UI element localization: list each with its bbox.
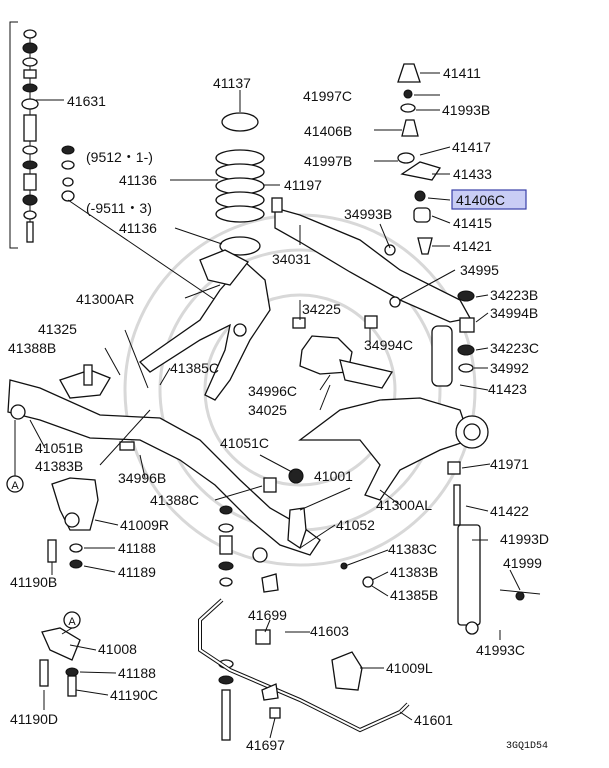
part-label: 41423 (488, 381, 527, 397)
highlighted-part-41406c[interactable] (451, 189, 527, 210)
stabilizer-link-stack (218, 505, 234, 741)
part-label: (-9511・3) (86, 200, 152, 216)
part-label: 41300AR (76, 291, 134, 307)
part-label: 41697 (246, 737, 285, 753)
part-label: 41406C (456, 192, 505, 208)
part-label: 41325 (38, 321, 77, 337)
part-label: 41997C (303, 88, 352, 104)
part-label: 41009R (120, 517, 169, 533)
ref-a-right: A (61, 611, 81, 635)
bushing-stack (61, 145, 231, 311)
part-label: 41999 (503, 555, 542, 571)
part-label: 34994C (364, 337, 413, 353)
part-label: 34995 (460, 262, 499, 278)
part-label: 41001 (314, 468, 353, 484)
part-label: 41136 (119, 172, 157, 188)
part-label: 34996C (248, 383, 297, 399)
svg-text:A: A (11, 480, 19, 492)
svg-text:A: A (68, 616, 76, 628)
bracket-41631 (9, 21, 64, 249)
part-label: 41188 (118, 665, 156, 681)
part-label: 34992 (490, 360, 529, 376)
part-label: 41383B (390, 564, 438, 580)
lower-arm-left (298, 397, 489, 501)
part-label: 41411 (443, 65, 481, 81)
part-label: 41603 (310, 623, 349, 639)
part-label: 41385B (390, 587, 438, 603)
right-mount-bushings (431, 290, 475, 387)
part-label: 41136 (119, 220, 157, 236)
part-label: 41631 (67, 93, 106, 109)
part-label: 41385C (170, 360, 219, 376)
part-label: 41422 (490, 503, 529, 519)
part-label: 41383C (388, 541, 437, 557)
part-labels: 41631 41137 41411 41997C 41993B 41406B (… (8, 65, 549, 753)
stabilizer-bar (198, 598, 410, 733)
part-label: 34223B (490, 287, 538, 303)
part-label: 41300AL (376, 497, 432, 513)
part-label: 41993C (476, 642, 525, 658)
part-label: (9512・1-) (86, 149, 153, 165)
part-label: 41190D (10, 711, 58, 727)
ref-a-left: A (6, 420, 24, 493)
part-label: 34225 (302, 301, 341, 317)
part-label: 41997B (304, 153, 352, 169)
part-label: 34996B (118, 470, 166, 486)
part-label: 41388B (8, 340, 56, 356)
bracket-41009r (51, 477, 99, 531)
left-bolts (47, 364, 135, 569)
part-label: 34993B (344, 206, 392, 222)
part-label: 41009L (386, 660, 433, 676)
part-label: 34223C (490, 340, 539, 356)
part-label: 41008 (98, 641, 137, 657)
part-label: 34025 (248, 402, 287, 418)
part-label: 34994B (490, 305, 538, 321)
part-label: 41188 (118, 540, 156, 556)
part-label: 41388C (150, 492, 199, 508)
diagram-code: 3GQ1D54 (506, 741, 548, 752)
part-label: 41417 (452, 139, 491, 155)
bracket-41008 (39, 627, 81, 697)
strut-top-mount (397, 63, 442, 255)
part-label: 41601 (414, 712, 453, 728)
part-label: 41137 (213, 75, 251, 91)
part-label: 41190B (10, 574, 57, 590)
part-label: 41190C (110, 687, 158, 703)
diff-mount (292, 315, 394, 389)
part-label: 41051C (220, 435, 269, 451)
shock-absorber (447, 461, 541, 635)
leader-lines (29, 90, 521, 739)
part-label: 41406B (304, 123, 352, 139)
part-label: 41993B (442, 102, 490, 118)
part-label: 41052 (336, 517, 375, 533)
upper-arm-right (138, 249, 271, 401)
coil-spring (215, 92, 265, 256)
knuckle-41052 (261, 468, 374, 593)
part-label: 41415 (453, 215, 492, 231)
part-label: 41971 (490, 456, 529, 472)
part-label: 41189 (118, 564, 156, 580)
part-label: 34031 (272, 251, 311, 267)
part-label: 41197 (284, 177, 322, 193)
part-label: 41993D (500, 531, 549, 547)
part-label: 41383B (35, 458, 83, 474)
part-label: 41421 (453, 238, 492, 254)
part-label: 41051B (35, 440, 83, 456)
part-label: 41433 (453, 166, 492, 182)
part-label: 41699 (248, 607, 287, 623)
